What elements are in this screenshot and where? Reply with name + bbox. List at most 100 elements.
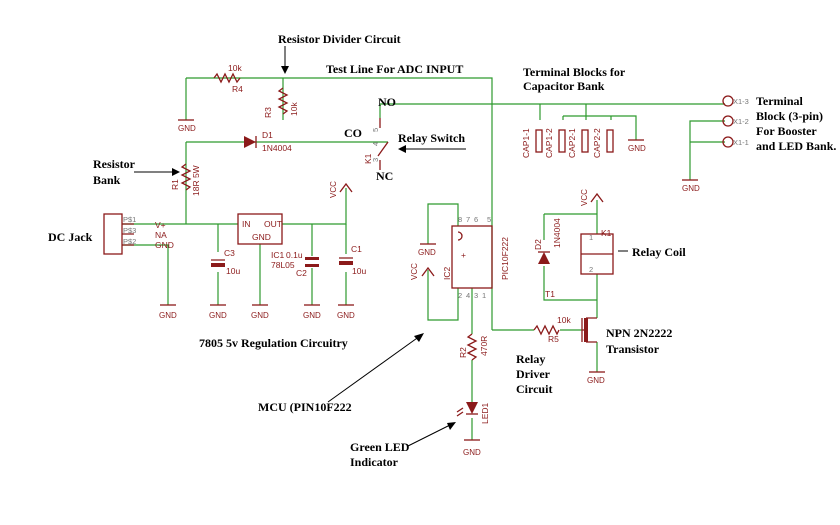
d2-name: D2 [533, 239, 543, 250]
wire-cap-top [539, 104, 587, 120]
c1-value: 10u [352, 266, 366, 276]
cap2-1-terminal [581, 129, 589, 153]
r2-resistor [466, 333, 478, 361]
ic2-pin-5: 5 [487, 215, 491, 224]
ic2-pin-6: 6 [474, 215, 478, 224]
ic2-pin-4: 4 [466, 291, 470, 300]
ic1-out-label: OUT [264, 219, 282, 229]
terminal-block-3pin: X1-3 X1-2 X1-1 [722, 95, 749, 148]
wire-cap-gnd2 [562, 116, 612, 120]
label-co: CO [344, 126, 362, 140]
jack-net-na: NA [155, 230, 167, 240]
r3-value: 10k [289, 102, 299, 116]
relay-switch-blade [377, 141, 389, 157]
r3-resistor [277, 87, 289, 115]
cap1-1-label: CAP1-1 [521, 128, 531, 158]
wire-cap-gnd [563, 115, 637, 140]
label-driver-2: Driver [516, 367, 551, 381]
label-tb3-2: Block (3-pin) [756, 109, 823, 123]
ic2-plus: + [461, 250, 466, 260]
cap1-1-terminal [535, 129, 543, 153]
label-npn-2: Transistor [606, 342, 660, 356]
x1-1-label: X1-1 [733, 138, 749, 147]
gnd-label-r4: GND [178, 124, 196, 133]
wire-gnd-jack [122, 244, 169, 305]
d2-diode-body [538, 252, 550, 264]
arrowhead-relay-switch [398, 145, 406, 153]
t1-name: T1 [545, 289, 555, 299]
d2-value: 1N4004 [552, 218, 562, 248]
r1-resistor [180, 163, 192, 191]
x1-3-pin [722, 95, 734, 107]
dc-jack-body [103, 213, 123, 255]
r3-name: R3 [263, 107, 273, 118]
label-relay-switch: Relay Switch [398, 131, 465, 145]
label-resistor-divider: Resistor Divider Circuit [278, 32, 401, 46]
ic2-pin-1: 1 [482, 291, 486, 300]
vcc-arrow-ic2 [421, 266, 435, 277]
c2-name: C2 [296, 268, 307, 278]
r5-name: R5 [548, 334, 559, 344]
x1-2-pin [722, 115, 734, 127]
coil-pin-1: 1 [589, 233, 593, 242]
wires [122, 77, 725, 440]
arrowhead-resistor-bank [172, 168, 180, 176]
label-tb3-4: and LED Bank. [756, 139, 836, 153]
label-npn-1: NPN 2N2222 [606, 326, 672, 340]
dc-jack-pins [122, 223, 134, 246]
vcc-label-coil: VCC [580, 189, 589, 206]
label-terminal-blocks-2: Capacitor Bank [523, 79, 605, 93]
ic2-pin-3: 3 [474, 291, 478, 300]
wire-no-line [379, 103, 725, 118]
r1-value: 18R 5W [191, 165, 201, 196]
coil-name: K1 [601, 228, 612, 238]
gnd-label-jack: GND [159, 311, 177, 320]
jack-pin-3: P$3 [123, 226, 136, 235]
jack-pin-1: P$1 [123, 215, 136, 224]
label-regulation: 7805 5v Regulation Circuitry [199, 336, 348, 350]
ic2-name: IC2 [442, 267, 452, 281]
d1-value: 1N4004 [262, 143, 292, 153]
cap2-2-terminal [606, 129, 614, 153]
led1-body [466, 402, 478, 414]
wire-ic2-loop [427, 203, 459, 244]
switch-pin-3: 3 [371, 158, 380, 162]
ic2-pin-7: 7 [466, 215, 470, 224]
vcc-label-ic2: VCC [410, 263, 419, 280]
gnd-label-led: GND [463, 448, 481, 457]
relay-switch-name: K1 [363, 153, 373, 164]
gnd-label-transistor: GND [587, 376, 605, 385]
components: 10k R4 R3 10k D1 1N4004 R1 18R 5W 5 4 3 … [103, 63, 749, 424]
ic1-gnd-label: GND [252, 232, 271, 242]
label-driver-1: Relay [516, 352, 545, 366]
arrow-led [407, 423, 453, 447]
ic2-notch [457, 231, 463, 241]
arrow-mcu [327, 335, 421, 403]
cap2-1-label: CAP2-1 [567, 128, 577, 158]
gnd-label-cap: GND [628, 144, 646, 153]
wire-ic2-vcc [427, 270, 459, 321]
r4-name: R4 [232, 84, 243, 94]
switch-pin-4: 4 [371, 142, 380, 146]
arrowhead-mcu [414, 333, 424, 342]
label-relay-coil: Relay Coil [632, 245, 686, 259]
power-symbols: GND GND GND GND GND GND GND GND GND GND … [159, 119, 700, 457]
coil-pin-2: 2 [589, 265, 593, 274]
c1-plate [339, 261, 353, 265]
arrowhead-led [447, 422, 456, 430]
gnd-label-c3: GND [209, 311, 227, 320]
annotations: Resistor Divider Circuit Test Line For A… [48, 32, 836, 469]
label-terminal-blocks-1: Terminal Blocks for [523, 65, 626, 79]
c2-plate-bottom [305, 264, 319, 267]
ic1-in-label: IN [242, 219, 251, 229]
vcc-arrow-reg [339, 182, 353, 193]
r4-value: 10k [228, 63, 242, 73]
ic2-pic [451, 225, 493, 289]
label-tb3-3: For Booster [756, 124, 817, 138]
label-test-line: Test Line For ADC INPUT [326, 62, 463, 76]
ic1-regulator [237, 213, 283, 245]
r2-name: R2 [458, 347, 468, 358]
x1-2-label: X1-2 [733, 117, 749, 126]
ic2-pin-2: 2 [458, 291, 462, 300]
